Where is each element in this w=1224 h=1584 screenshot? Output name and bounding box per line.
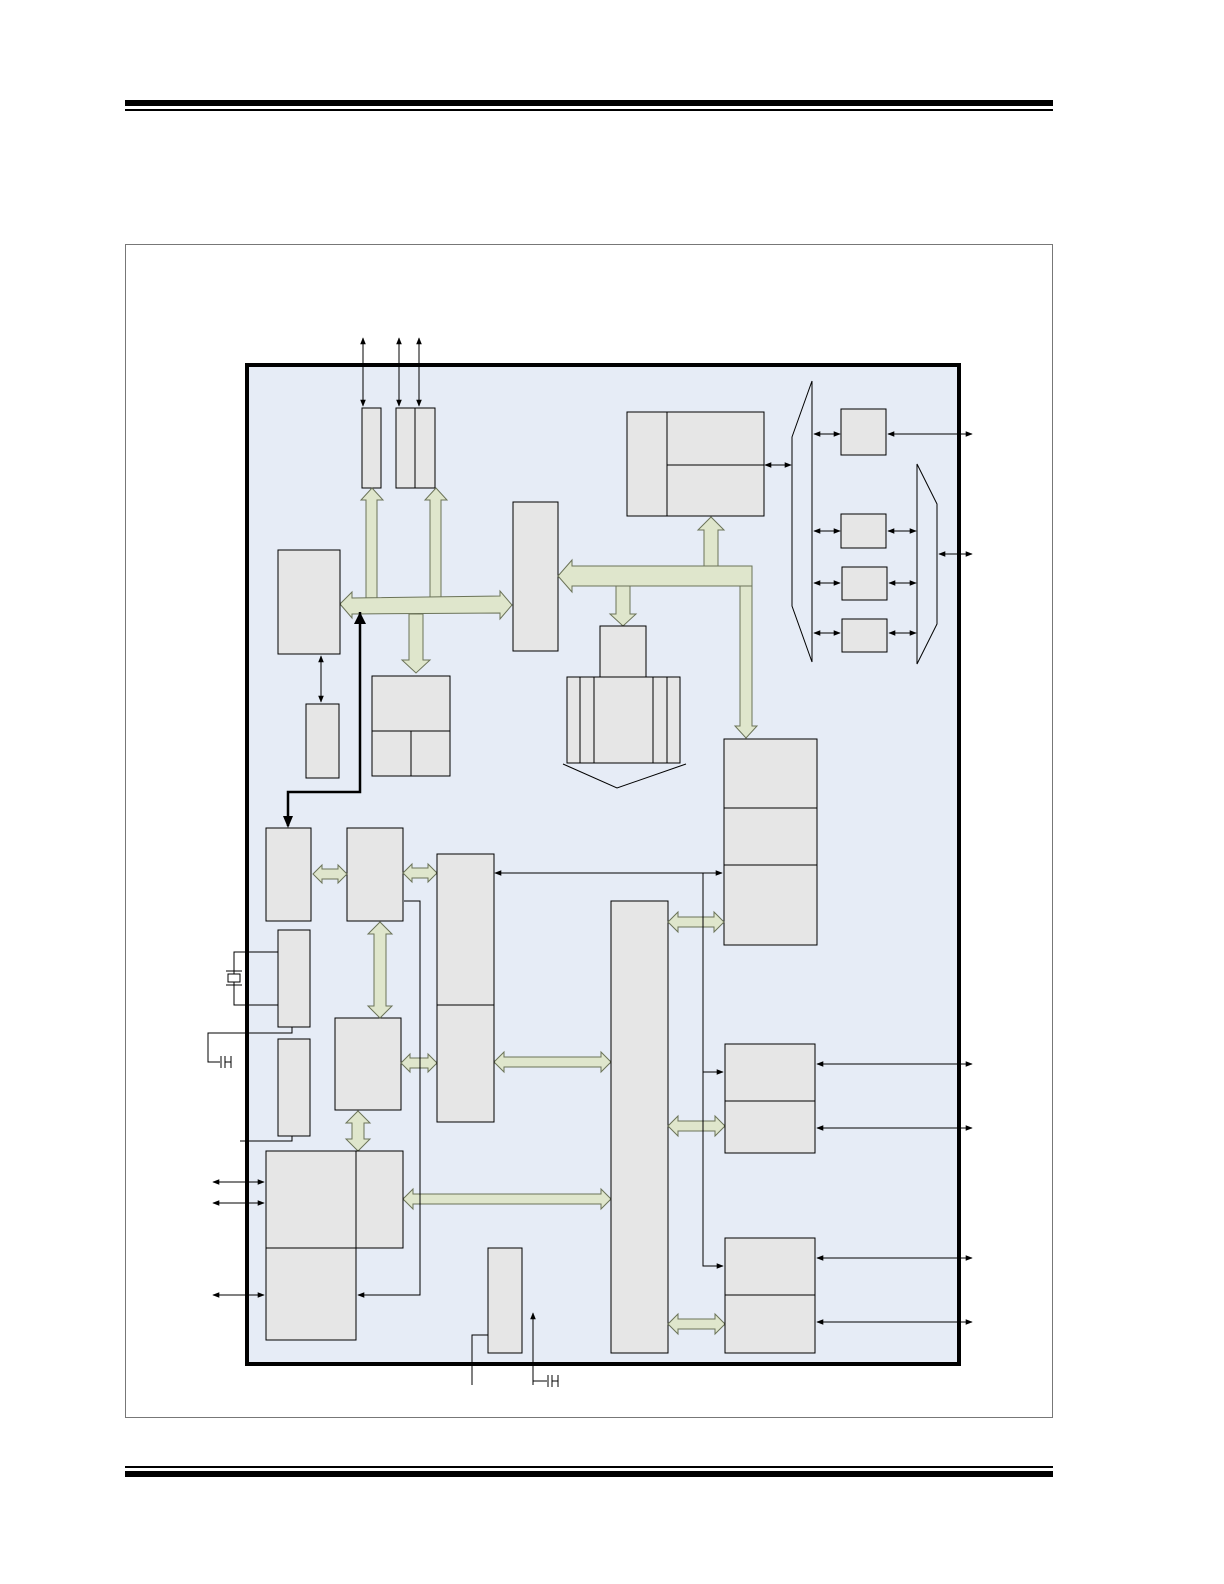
bus-up-b	[423, 487, 449, 599]
routed-control-line	[286, 612, 362, 826]
port-block-a	[361, 407, 382, 489]
peripheral-block-mid	[724, 1043, 816, 1154]
cpu-block	[277, 549, 341, 655]
upper-right-bus	[557, 516, 759, 739]
rtc-block	[277, 1038, 311, 1137]
memory-block	[371, 675, 451, 777]
dma-block	[626, 411, 765, 517]
feedback-wire	[357, 900, 421, 1298]
bus-down-to-analog	[608, 585, 638, 627]
mux-right	[916, 463, 938, 665]
header-rule-thin	[125, 109, 1053, 111]
bus-down-to-peripherals	[733, 585, 759, 739]
small-block-under-cpu	[305, 703, 340, 779]
bus-clk-pll	[312, 863, 348, 885]
capacitor-symbol-bottom	[533, 1375, 559, 1387]
bus-up-a	[359, 487, 385, 599]
bus-matrix-block	[512, 501, 559, 652]
flash-block	[436, 853, 495, 1123]
power-block	[334, 1017, 402, 1111]
interrupt-bus-wire	[702, 873, 724, 1269]
rtc-wire	[240, 1136, 293, 1142]
system-controller-pins	[212, 1179, 265, 1298]
port-block-b	[395, 407, 416, 489]
main-bus-horizontal	[339, 589, 513, 621]
port-block-c	[414, 407, 436, 489]
mux-arrows	[813, 431, 973, 636]
mux-block-4	[841, 618, 888, 653]
oscillator-block	[277, 929, 311, 1028]
bus-right-horizontal	[557, 558, 753, 594]
peripheral-pin-arrows	[816, 1061, 973, 1325]
peripheral-bridge-block	[610, 900, 669, 1354]
figure-frame	[125, 244, 1053, 1418]
footer-rule-thick	[125, 1471, 1053, 1477]
bus-down-mem	[400, 613, 432, 674]
analog-block-cluster	[562, 625, 687, 789]
regulator-input-wire	[471, 1334, 488, 1385]
header-rule-thick	[125, 100, 1053, 106]
lower-left-buses	[312, 862, 612, 1211]
regulator-block	[487, 1247, 523, 1354]
peripheral-stack-upper	[723, 738, 818, 946]
capacitor-symbol-left	[207, 1027, 293, 1068]
system-controller-block	[265, 1150, 404, 1341]
bus-pll-power	[366, 921, 394, 1019]
clock-control-block	[265, 827, 312, 922]
crystal-symbol	[226, 951, 278, 1006]
mux-block-1	[840, 408, 887, 456]
bus-up-to-dma	[696, 516, 726, 567]
pll-block	[346, 827, 404, 922]
top-io-group	[360, 337, 436, 489]
footer-rule-thin	[125, 1466, 1053, 1468]
upper-bus-group	[283, 487, 513, 828]
mux-block-2	[840, 513, 887, 549]
mux-block-3	[841, 566, 888, 601]
mux-left	[791, 380, 813, 663]
bridge-to-peripheral-buses	[667, 910, 726, 1336]
peripheral-block-low	[724, 1237, 816, 1354]
